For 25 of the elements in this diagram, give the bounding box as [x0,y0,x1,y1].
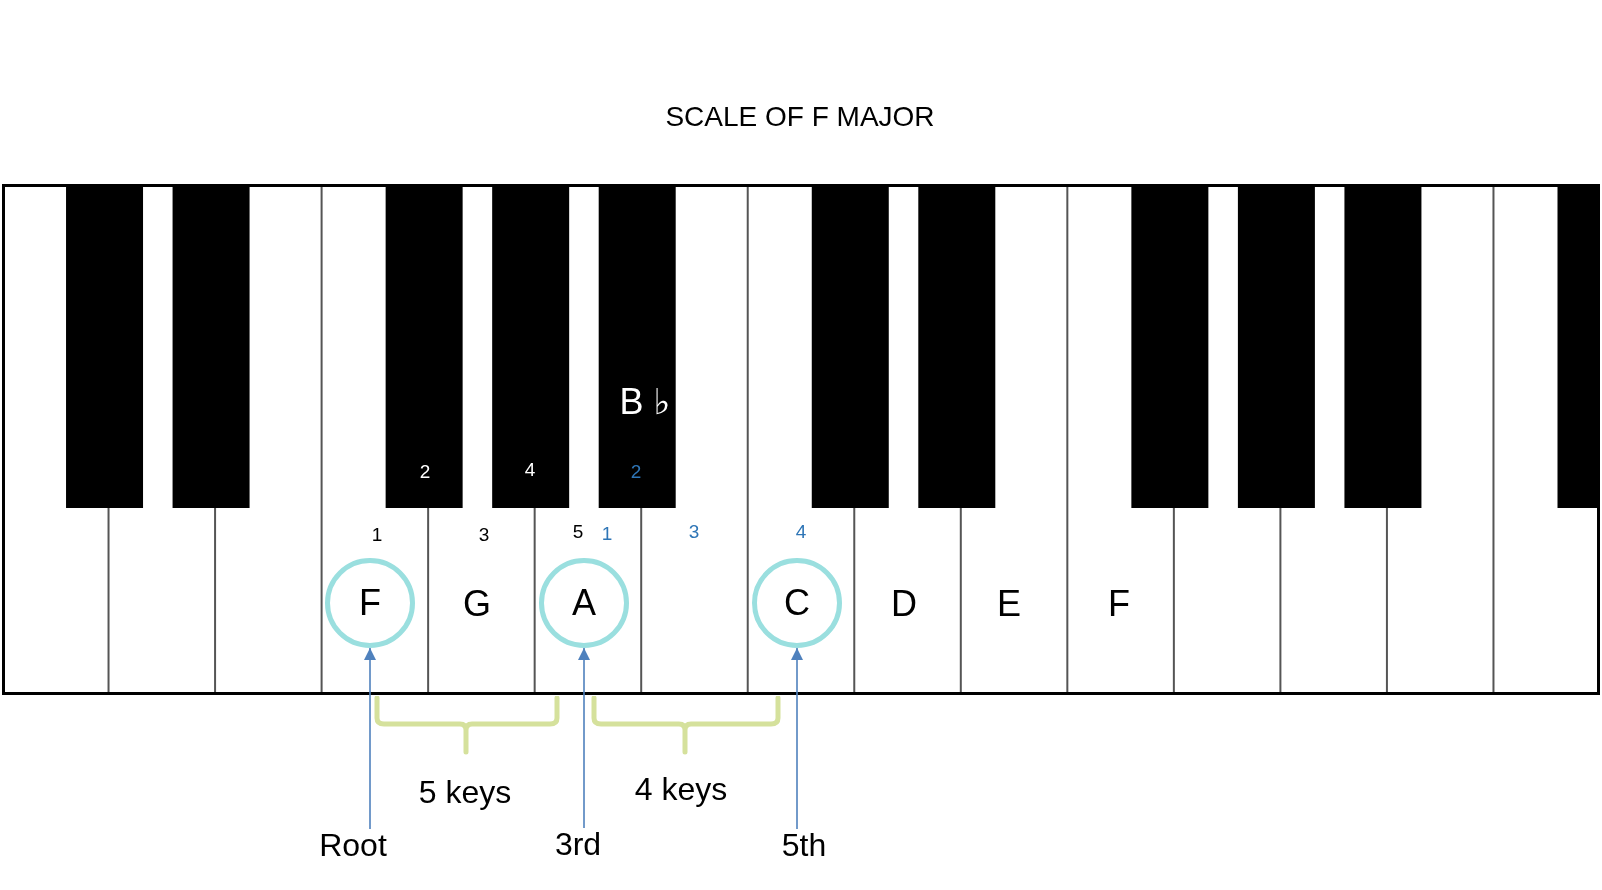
highlight-circle [539,558,629,648]
callout-label: Root [319,829,387,861]
finger-number: 4 [795,521,807,541]
interval-label: 5 keys [418,776,512,808]
callout-label: 3rd [554,828,602,860]
finger-number: 1 [601,523,613,543]
title: SCALE OF F MAJOR [665,103,935,131]
note-name: C [784,585,810,621]
note-name: F [359,585,381,621]
finger-number: 1 [371,524,383,544]
note-name: A [572,585,596,621]
finger-number: 5 [572,521,584,541]
note-name: F [1108,586,1130,622]
highlight-circle [752,558,842,648]
finger-number: 3 [688,521,700,541]
note-name: D [891,586,917,622]
highlight-circle [325,558,415,648]
finger-number: 3 [478,524,490,544]
leader-arrow [791,647,803,830]
callout-label: 5th [781,829,827,861]
interval-label: 4 keys [634,773,728,805]
note-name: E [997,586,1021,622]
leader-arrow [364,647,376,830]
leader-arrow [578,647,590,829]
note-name: G [463,586,491,622]
